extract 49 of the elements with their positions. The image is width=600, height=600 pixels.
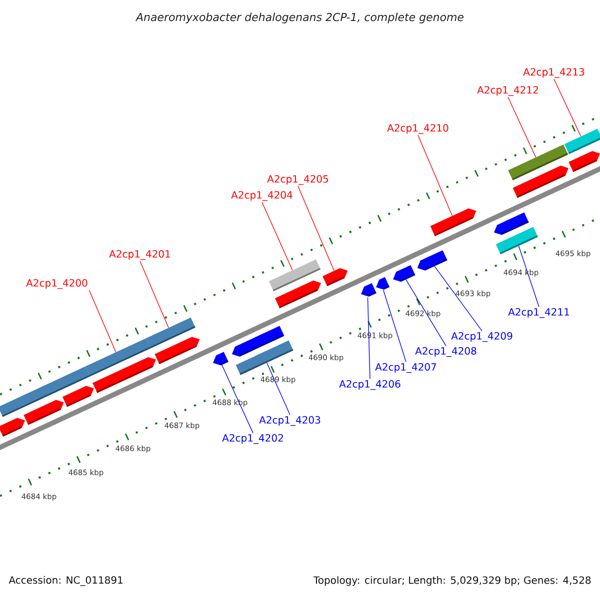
gene-label: A2cp1_4212: [477, 86, 538, 96]
gene-block: [376, 277, 390, 290]
gene-block: [494, 212, 529, 235]
leader-line: [406, 279, 446, 346]
leader-line: [434, 266, 482, 332]
gene-block: [568, 151, 600, 172]
gene-label: A2cp1_4204: [231, 191, 292, 201]
gene-block: [564, 128, 600, 154]
leader-line: [367, 297, 370, 380]
leader-line: [554, 78, 582, 137]
leader-line: [262, 202, 293, 270]
gene-label: A2cp1_4205: [267, 175, 328, 185]
gene-block: [417, 250, 448, 271]
gene-block: [393, 265, 416, 282]
leader-line: [222, 364, 254, 434]
gene-label: A2cp1_4201: [109, 250, 170, 260]
gene-label: A2cp1_4211: [508, 308, 569, 318]
leader-line: [88, 290, 116, 352]
gene-label: A2cp1_4209: [451, 332, 512, 342]
leader-line: [266, 362, 290, 416]
title: Anaeromyxobacter dehalogenans 2CP-1, complete genome: [135, 12, 464, 24]
leader-line: [508, 96, 536, 158]
gene-label: A2cp1_4202: [222, 434, 283, 444]
gene-block: [85, 338, 151, 376]
gene-label: A2cp1_4208: [415, 347, 476, 357]
gene-block: [0, 418, 25, 437]
gene-block: [322, 268, 348, 286]
leader-line: [383, 290, 406, 362]
footer-text: Accession: NC_011891: [8, 576, 122, 586]
leader-line: [298, 186, 334, 271]
leader-line: [418, 134, 453, 216]
gene-label: A2cp1_4206: [339, 380, 400, 390]
gene-block: [508, 144, 568, 180]
gene-label: A2cp1_4203: [259, 416, 320, 426]
leader-line: [518, 246, 540, 308]
leader-line: [140, 260, 169, 328]
gene-block: [24, 400, 64, 425]
gene-block: [430, 208, 476, 236]
gene-label: A2cp1_4213: [523, 68, 584, 78]
gene-label: A2cp1_4210: [387, 124, 448, 134]
gene-label: A2cp1_4207: [375, 363, 436, 373]
gene-block: [361, 283, 376, 297]
gene-label: A2cp1_4200: [26, 279, 88, 289]
gene-block: [268, 259, 321, 292]
gene-block: [62, 386, 94, 407]
gene-block: [154, 336, 200, 364]
gene-block: [213, 352, 228, 366]
gene-block: [232, 326, 284, 357]
footer-text: Topology: circular; Length: 5,029,329 bp; Genes: 4,528: [313, 576, 591, 586]
